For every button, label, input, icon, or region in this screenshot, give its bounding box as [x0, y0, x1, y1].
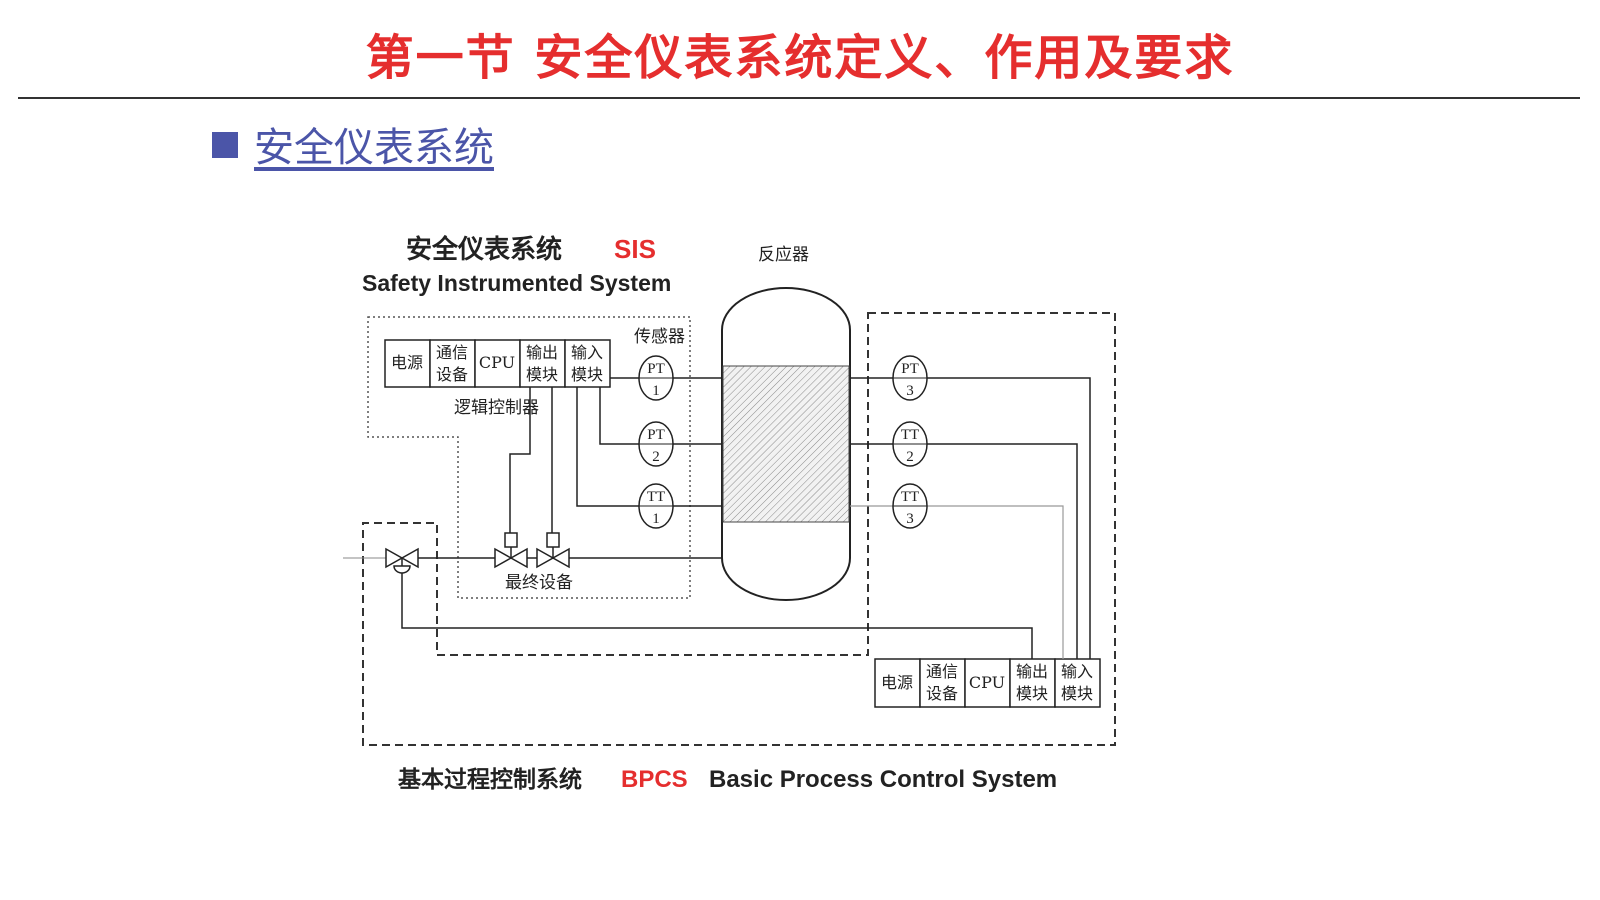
sis-title-cn: 安全仪表系统: [406, 234, 562, 265]
bpcs-title-cn: 基本过程控制系统: [398, 766, 582, 793]
bpcs-sensor-pt3-tag: PT: [901, 361, 919, 377]
bpcs-sensor-tt2-number: 2: [906, 449, 914, 465]
reactor-label: 反应器: [758, 245, 809, 265]
bpcs-module-input: [1054, 658, 1101, 708]
sis-module-input-label: 输入: [571, 343, 603, 362]
sis-shutoff-valve-1: [494, 532, 528, 569]
bpcs-module-output-label: 模块: [1016, 684, 1048, 703]
bpcs-boundary: [362, 312, 1116, 746]
sis-module-input-label: 模块: [571, 365, 603, 384]
bpcs-module-output-label: 输出: [1016, 662, 1048, 681]
bpcs-module-comm-label: 设备: [926, 684, 958, 703]
bpcs-controller: [874, 658, 1101, 708]
bpcs-module-comm-label: 通信: [926, 662, 958, 681]
sis-sensor-pt1-tag: PT: [647, 361, 665, 377]
bpcs-title-en: Basic Process Control System: [709, 766, 1057, 793]
sensor-label: 传感器: [634, 327, 685, 347]
logic-controller-label: 逻辑控制器: [454, 398, 539, 418]
bpcs-module-input-label: 模块: [1061, 684, 1093, 703]
reactor-catalyst-bed: [722, 365, 850, 523]
sis-abbreviation: SIS: [614, 234, 656, 264]
bpcs-module-cpu-label: CPU: [969, 673, 1005, 692]
sis-module-output-label: 输出: [526, 343, 558, 362]
sis-module-comm-label: 通信: [436, 343, 468, 362]
section-heading: 安全仪表系统: [254, 125, 494, 171]
sis-sensor-pt2-number: 2: [652, 449, 660, 465]
sis-module-output-label: 模块: [526, 365, 558, 384]
final-element-label: 最终设备: [505, 573, 573, 593]
bpcs-sensor-pt3-number: 3: [906, 383, 914, 399]
sis-title-en: Safety Instrumented System: [362, 270, 671, 296]
bpcs-control-valve: [385, 547, 419, 574]
bpcs-sensor-tt3-number: 3: [906, 511, 914, 527]
bpcs-sensor-tt2-tag: TT: [901, 427, 919, 443]
bpcs-abbreviation: BPCS: [621, 766, 688, 793]
sis-module-power: [384, 339, 431, 388]
bpcs-module-input-label: 输入: [1061, 662, 1093, 681]
sis-logic-controller: [384, 339, 611, 388]
bpcs-sensor-tt3-tag: TT: [901, 489, 919, 505]
title-divider: [18, 97, 1580, 99]
sis-boundary: [367, 316, 691, 599]
slide-title: 第一节 安全仪表系统定义、作用及要求: [365, 30, 1235, 86]
reactor-vessel: [721, 287, 851, 601]
bpcs-module-cpu: [964, 658, 1011, 708]
sis-module-comm-label: 设备: [436, 365, 468, 384]
sis-sensor-pt1-number: 1: [652, 383, 660, 399]
sis-sensor-pt2-tag: PT: [647, 427, 665, 443]
sis-module-comm: [429, 339, 476, 388]
sis-module-input: [564, 339, 611, 388]
sis-module-cpu-label: CPU: [479, 353, 515, 372]
sis-sensor-tt1-tag: TT: [647, 489, 665, 505]
sis-sensor-tt1-number: 1: [652, 511, 660, 527]
sis-module-power-label: 电源: [391, 353, 423, 372]
sis-shutoff-valve-2: [536, 532, 570, 569]
sis-module-output: [519, 339, 566, 388]
bpcs-module-power-label: 电源: [881, 673, 913, 692]
square-bullet-icon: [212, 132, 238, 158]
sis-module-cpu: [474, 339, 521, 388]
